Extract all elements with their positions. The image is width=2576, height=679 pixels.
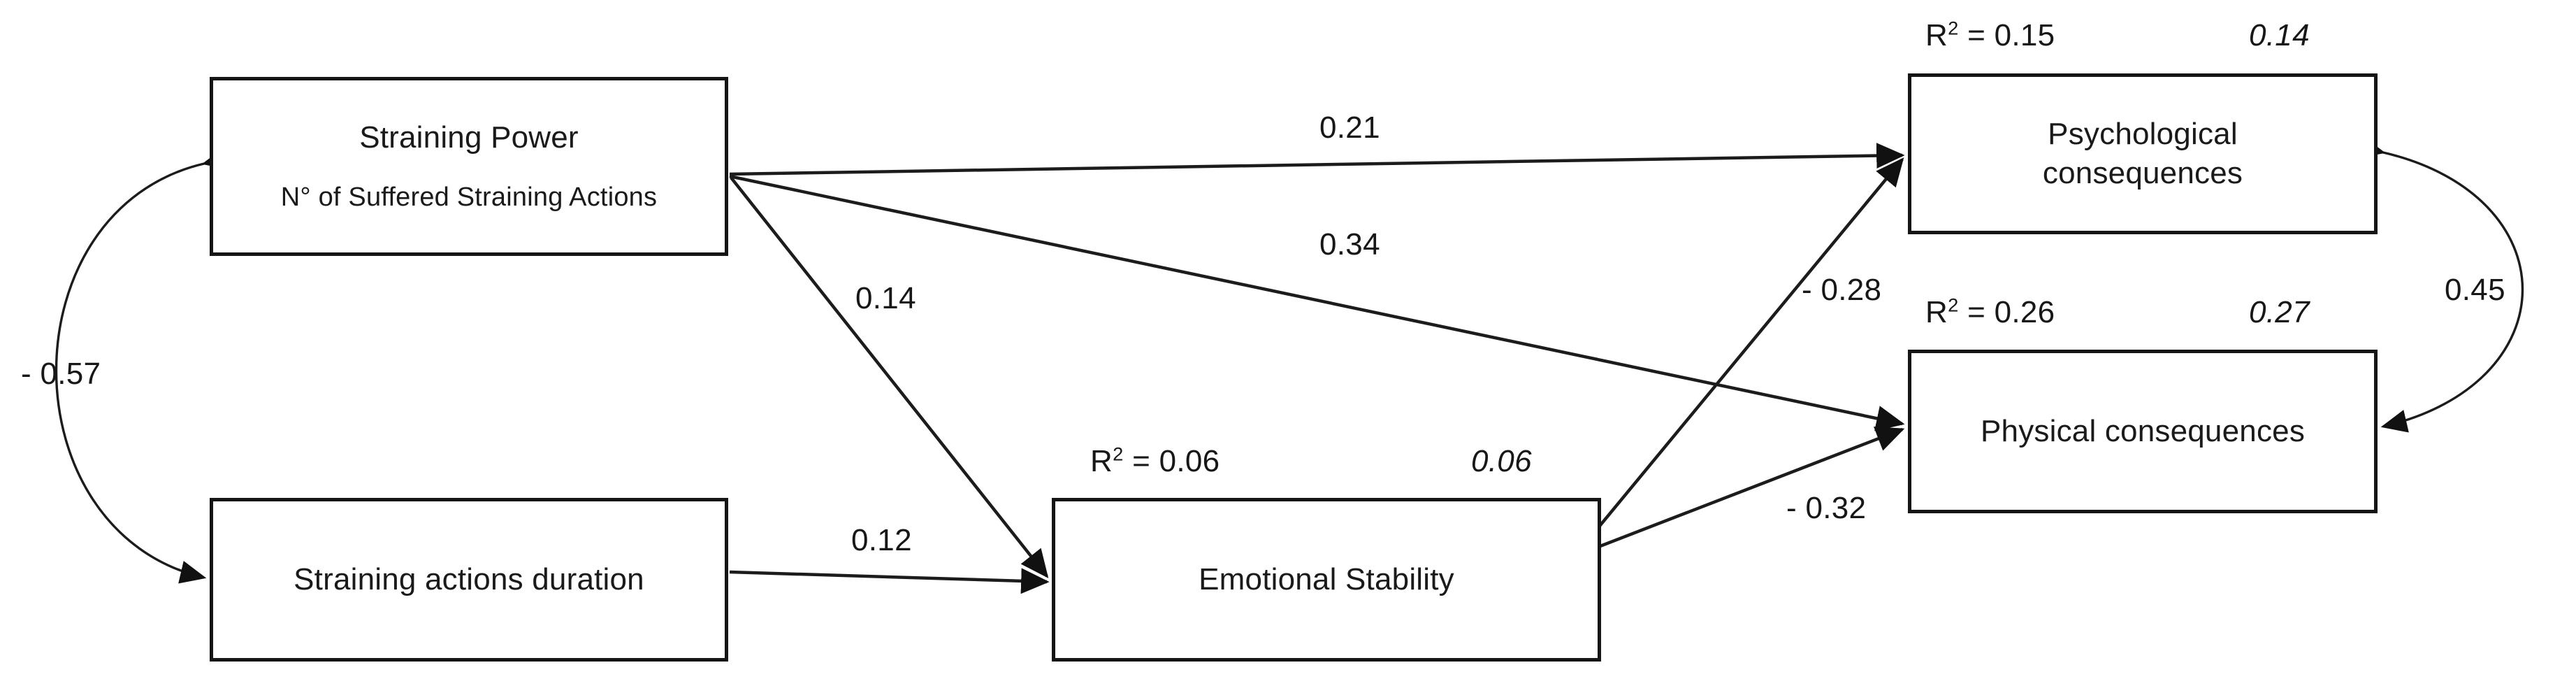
edge-label-sp-to-emotional-stability: 0.14 xyxy=(855,281,916,315)
node-psychological-consequences[interactable]: Psychological consequences xyxy=(1908,73,2378,234)
node-straining-actions-duration[interactable]: Straining actions duration xyxy=(210,498,728,662)
r2-value-emotional-stability: = 0.06 xyxy=(1132,444,1220,478)
node-straining-actions-duration-title: Straining actions duration xyxy=(294,562,644,596)
node-psychological-consequences-title: Psychological consequences xyxy=(2042,116,2243,190)
r2-value-physical-consequences: = 0.26 xyxy=(1967,295,2055,329)
edge-emotional-stability-to-phys xyxy=(1576,427,1905,557)
r2-exponent: 2 xyxy=(1948,294,1959,316)
edge-psych-phys-correlation xyxy=(2357,136,2524,433)
edge-emotional-stability-to-psych xyxy=(1575,157,1904,555)
edge-sp-to-psych xyxy=(729,143,1905,176)
edge-label-sp-to-psych: 0.21 xyxy=(1319,110,1380,145)
edge-label-emotional-stability-to-phys: - 0.32 xyxy=(1786,491,1867,525)
node-straining-power-title: Straining Power xyxy=(359,120,579,155)
r2-alt-emotional-stability: 0.06 xyxy=(1471,444,1532,478)
edge-label-sp-duration-correlation: - 0.57 xyxy=(21,357,101,391)
r2-alt-psychological-consequences: 0.14 xyxy=(2249,18,2310,52)
r2-label-emotional-stability: R2 = 0.06 xyxy=(1090,443,1220,478)
r2-alt-physical-consequences: 0.27 xyxy=(2249,295,2310,329)
node-physical-consequences-title: Physical consequences xyxy=(1980,413,2306,448)
node-straining-power[interactable]: Straining Power N° of Suffered Straining… xyxy=(210,77,728,256)
edge-label-duration-to-emotional-stability: 0.12 xyxy=(851,523,912,557)
edge-sp-to-emotional-stability xyxy=(730,176,1049,578)
r2-value-psychological-consequences: = 0.15 xyxy=(1967,18,2055,52)
edge-sp-duration-correlation xyxy=(55,146,230,584)
node-emotional-stability[interactable]: Emotional Stability xyxy=(1052,498,1601,662)
edge-label-psych-phys-correlation: 0.45 xyxy=(2445,273,2505,307)
node-straining-power-subtitle: N° of Suffered Straining Actions xyxy=(280,183,658,213)
r2-exponent: 2 xyxy=(1113,443,1124,465)
edge-duration-to-emotional-stability xyxy=(729,568,1050,594)
r2-label-psychological-consequences: R2 = 0.15 xyxy=(1925,17,2055,52)
node-physical-consequences[interactable]: Physical consequences xyxy=(1908,350,2378,513)
r2-exponent: 2 xyxy=(1948,17,1959,39)
edge-sp-to-phys xyxy=(729,174,1905,431)
r2-label-physical-consequences: R2 = 0.26 xyxy=(1925,294,2055,329)
edge-label-emotional-stability-to-psych: - 0.28 xyxy=(1802,273,1882,307)
edge-label-sp-to-phys: 0.34 xyxy=(1319,227,1380,262)
node-emotional-stability-title: Emotional Stability xyxy=(1199,562,1454,596)
